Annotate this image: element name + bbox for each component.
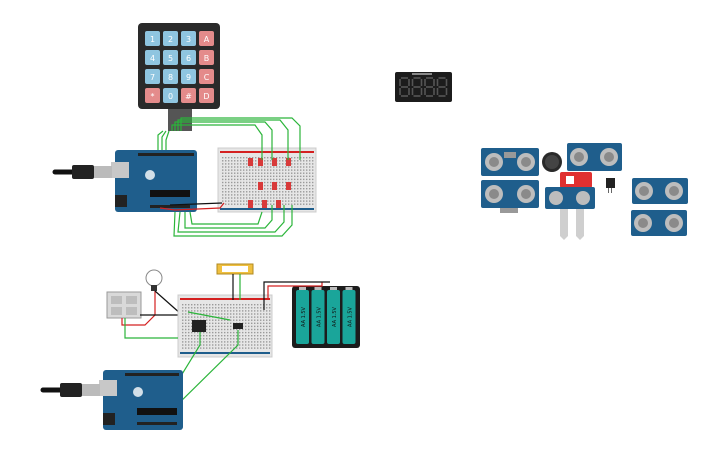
microcontroller-chip-bottom — [137, 408, 177, 415]
keypad-key[interactable]: # — [181, 88, 196, 103]
ultrasonic-sensor-4[interactable] — [632, 178, 688, 204]
led — [258, 158, 263, 166]
led — [286, 182, 291, 190]
battery-cell: AA 1.5V — [311, 287, 325, 344]
analog-header — [150, 205, 190, 208]
keypad-key[interactable]: 3 — [181, 31, 196, 46]
keypad-key-label: C — [204, 73, 210, 82]
battery-cell-label: AA 1.5V — [332, 306, 338, 327]
keypad-key[interactable]: 0 — [163, 88, 178, 103]
keypad-key[interactable]: 4 — [145, 50, 160, 65]
keypad-key-label: 2 — [168, 35, 173, 44]
keypad-key-label: 5 — [168, 54, 173, 63]
keypad-key-label: 7 — [150, 73, 155, 82]
arduino-board — [115, 150, 197, 212]
wire-green-socket — [124, 318, 178, 339]
soil-moisture-sensor[interactable] — [545, 187, 595, 240]
digital-header — [138, 153, 194, 156]
battery-cell: AA 1.5V — [327, 287, 340, 344]
led — [276, 200, 281, 208]
ultrasonic-sensor-2[interactable] — [567, 143, 622, 171]
arduino-uno-bottom[interactable] — [99, 370, 183, 430]
keypad-key-label: A — [204, 35, 210, 44]
transistor — [233, 323, 243, 329]
keypad-key-label: 0 — [168, 92, 173, 101]
keypad-key-label: D — [203, 92, 209, 101]
keypad-key-label: B — [204, 54, 210, 63]
arduino-logo-icon — [145, 170, 155, 180]
wire-red-socket — [121, 291, 156, 326]
battery-cell-label: AA 1.5V — [348, 306, 354, 327]
battery-cell-label: AA 1.5V — [301, 306, 307, 327]
digital-header-bottom — [125, 373, 179, 376]
arduino-logo-icon-bottom — [133, 387, 143, 397]
keypad-keys: 1 2 3 A 4 5 6 B 7 8 9 C * 0 # D — [145, 31, 214, 103]
power-jack — [115, 195, 127, 207]
power-socket[interactable] — [106, 291, 142, 319]
usb-cable-top — [52, 165, 112, 179]
keypad-key[interactable]: 8 — [163, 69, 178, 84]
usb-connector — [111, 162, 129, 178]
slide-potentiometer[interactable] — [216, 263, 254, 275]
wire-red-battery — [267, 282, 323, 300]
wire-black-battery — [263, 281, 330, 310]
usb-cable-bottom — [40, 383, 100, 397]
wire-black-top — [169, 202, 223, 206]
keypad-key[interactable]: 2 — [163, 31, 178, 46]
keypad-key[interactable]: 7 — [145, 69, 160, 84]
keypad-key-label: 4 — [150, 54, 155, 63]
keypad-key-label: 8 — [168, 73, 173, 82]
keypad-key[interactable]: 5 — [163, 50, 178, 65]
battery-cell: AA 1.5V — [296, 287, 309, 344]
keypad[interactable]: 1 2 3 A 4 5 6 B 7 8 9 C * 0 # D — [138, 23, 220, 131]
led — [248, 158, 253, 166]
keypad-key[interactable]: C — [199, 69, 214, 84]
keypad-key[interactable]: 1 — [145, 31, 160, 46]
keypad-key[interactable]: D — [199, 88, 214, 103]
analog-header-bottom — [137, 422, 177, 425]
keypad-key[interactable]: 6 — [181, 50, 196, 65]
led — [258, 182, 263, 190]
power-jack-bottom — [103, 413, 115, 425]
keypad-key-label: * — [151, 92, 155, 101]
leds-top — [248, 158, 291, 208]
temperature-sensor-icon[interactable] — [606, 178, 615, 193]
led — [262, 200, 267, 208]
wires-top — [157, 117, 301, 237]
ultrasonic-sensor-3[interactable] — [481, 180, 539, 213]
keypad-key-label: 6 — [186, 54, 191, 63]
microcontroller-chip — [150, 190, 190, 197]
battery-pack[interactable]: AA 1.5V AA 1.5V AA 1.5V AA 1.5V — [292, 286, 360, 348]
keypad-key[interactable]: * — [145, 88, 160, 103]
wire-green-transistor — [169, 330, 239, 413]
led — [286, 158, 291, 166]
keypad-key-label: 3 — [186, 35, 191, 44]
battery-cell: AA 1.5V — [342, 287, 356, 344]
light-bulb-icon[interactable] — [145, 269, 163, 291]
seven-segment-display[interactable] — [395, 72, 452, 102]
led — [272, 182, 277, 190]
wire-green-mid — [187, 311, 231, 321]
usb-connector-bottom — [99, 380, 117, 396]
wire-red-top — [159, 202, 225, 211]
keypad-key[interactable]: 9 — [181, 69, 196, 84]
keypad-key[interactable]: B — [199, 50, 214, 65]
keypad-key-label: # — [185, 92, 192, 101]
arduino-uno-top[interactable] — [111, 150, 197, 212]
ultrasonic-sensor-1[interactable] — [481, 148, 539, 176]
battery-cell-label: AA 1.5V — [317, 306, 323, 327]
keypad-key-label: 1 — [150, 35, 155, 44]
led — [248, 200, 253, 208]
ultrasonic-sensor-5[interactable] — [631, 210, 687, 236]
relay-module — [192, 320, 206, 332]
keypad-key-label: 9 — [186, 73, 191, 82]
display-pins — [412, 73, 432, 75]
led — [272, 158, 277, 166]
keypad-key[interactable]: A — [199, 31, 214, 46]
sound-sensor[interactable] — [542, 152, 562, 172]
pir-sensor-red[interactable] — [560, 172, 592, 188]
